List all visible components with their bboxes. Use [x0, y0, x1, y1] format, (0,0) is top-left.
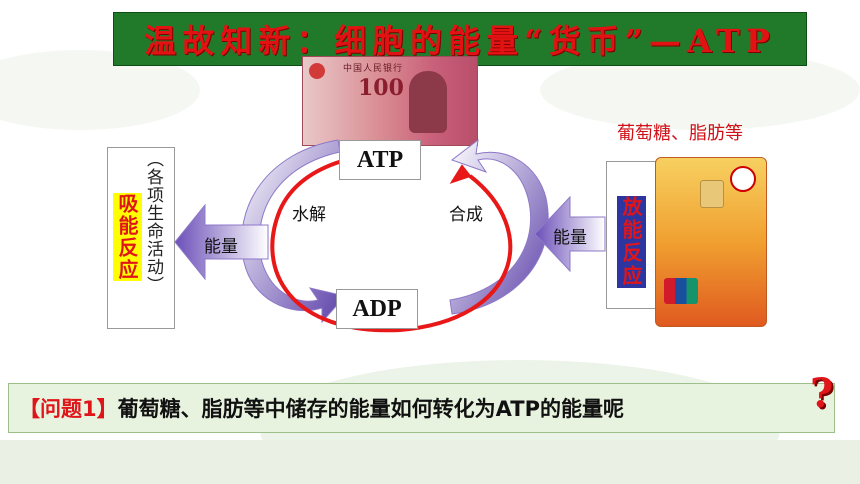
- atp-box: ATP: [339, 140, 421, 180]
- right-energy-label: 能量: [553, 228, 587, 248]
- portrait-icon: [409, 71, 447, 133]
- left-energy-arrow: [174, 203, 269, 281]
- glucose-fat-label: 葡萄糖、脂肪等: [617, 123, 743, 144]
- banknote-issuer: 中国人民银行: [343, 64, 404, 74]
- bank-card-image: [655, 157, 767, 327]
- hydrolysis-curved-arrow: [241, 139, 346, 324]
- question-prefix: 【问题1】: [19, 397, 118, 421]
- national-emblem-icon: [309, 63, 325, 79]
- right-energy-arrow: [534, 195, 606, 273]
- question-body: 葡萄糖、脂肪等中储存的能量如何转化为ATP的能量呢: [117, 397, 624, 421]
- synthesis-label: 合成: [449, 205, 483, 225]
- synthesis-curved-arrow: [449, 138, 549, 315]
- red-cycle-arrow: [270, 149, 513, 333]
- question-bar: 【问题1】葡萄糖、脂肪等中储存的能量如何转化为ATP的能量呢: [8, 383, 835, 433]
- banknote-value: 100: [358, 75, 404, 101]
- question-text: 【问题1】葡萄糖、脂肪等中储存的能量如何转化为ATP的能量呢: [9, 393, 624, 423]
- bank-logo-icon: [730, 166, 756, 192]
- unionpay-logo-icon: [664, 278, 698, 304]
- hydrolysis-label: 水解: [292, 205, 326, 225]
- page-title: 温故知新：细胞的能量“货币”—ATP: [144, 22, 776, 60]
- left-energy-label: 能量: [204, 237, 238, 257]
- question-mark-icon: ?: [810, 370, 834, 417]
- card-chip-icon: [700, 180, 724, 208]
- life-activities-text: （各项生命活动）: [143, 150, 163, 294]
- red-cycle-arrowhead: [449, 164, 472, 184]
- banknote-image: 中国人民银行 100: [302, 56, 478, 146]
- adp-box: ADP: [336, 289, 418, 329]
- exergonic-reaction-label: 放能反应: [617, 196, 646, 288]
- endergonic-reaction-label: 吸能反应: [113, 193, 142, 281]
